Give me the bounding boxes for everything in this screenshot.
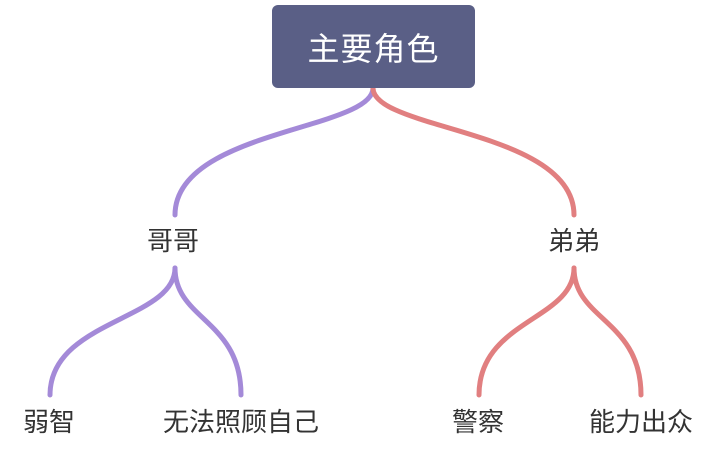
root-node-label: 主要角色 <box>307 29 440 68</box>
node-capable[interactable]: 能力出众 <box>588 408 694 438</box>
edge-younger-brother-to-capable <box>571 265 644 398</box>
edge-root-to-younger-brother <box>370 85 577 218</box>
root-node[interactable]: 主要角色 <box>272 5 475 88</box>
node-police[interactable]: 警察 <box>451 408 505 438</box>
edge-younger-brother-to-police <box>476 265 577 398</box>
node-retarded[interactable]: 弱智 <box>22 408 76 438</box>
edge-root-to-brother <box>172 85 376 218</box>
node-cannot-care-for-self[interactable]: 无法照顾自己 <box>162 408 320 438</box>
node-younger-brother[interactable]: 弟弟 <box>547 227 601 257</box>
edge-brother-to-retarded <box>47 265 178 398</box>
node-brother[interactable]: 哥哥 <box>146 227 200 257</box>
edge-brother-to-cannot-care <box>172 265 244 398</box>
